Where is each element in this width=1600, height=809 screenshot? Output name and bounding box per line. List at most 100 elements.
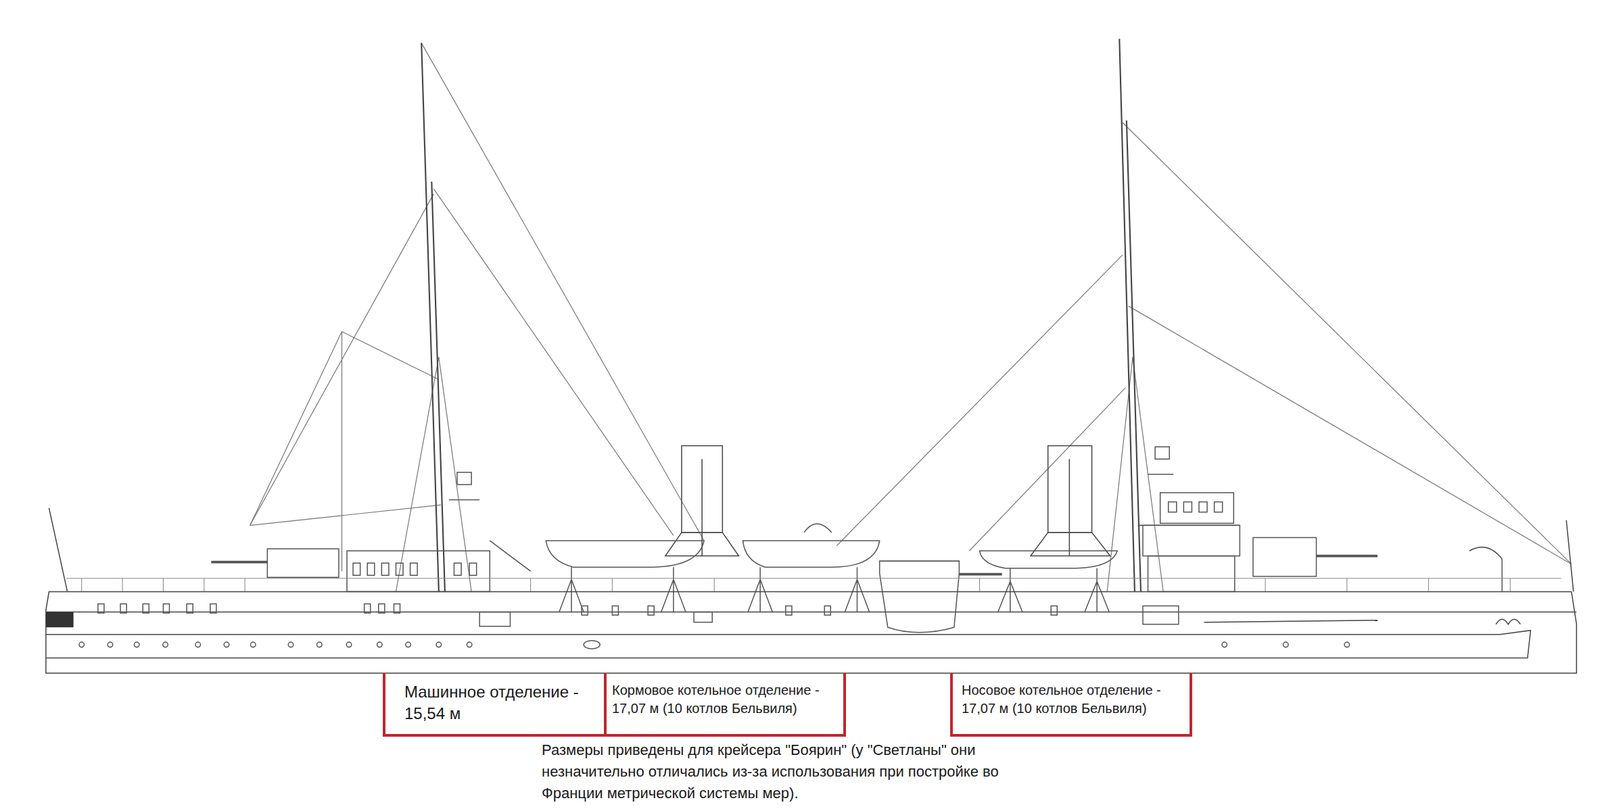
portholes: [466, 642, 473, 648]
portholes: [785, 606, 792, 617]
portholes: [647, 606, 654, 617]
railing: [714, 578, 715, 593]
searchlights: [1148, 474, 1174, 476]
fore-superstructure: [879, 492, 1502, 633]
portholes: [288, 642, 294, 648]
hull: [1499, 630, 1531, 659]
boiler-room-bracket: Кормовое котельное отделение - 17,07 м (…: [603, 673, 846, 738]
hull: [1204, 620, 1379, 623]
rigging: [250, 332, 343, 527]
portholes: [824, 606, 831, 617]
portholes: [107, 642, 113, 648]
masts: [1126, 120, 1141, 592]
aft-superstructure: [410, 563, 418, 576]
portholes: [195, 642, 201, 648]
portholes: [1050, 606, 1057, 617]
railing: [1346, 578, 1348, 593]
railing: [81, 578, 82, 593]
portholes: [693, 612, 713, 623]
portholes: [1142, 606, 1179, 625]
fore-superstructure: [1316, 555, 1379, 558]
note-caption: Размеры приведены для крейсера "Боярин" …: [541, 739, 1043, 805]
boats: [545, 524, 1118, 569]
portholes: [1282, 642, 1289, 648]
railing: [203, 578, 205, 593]
aft-superstructure: [346, 551, 490, 592]
engine-room-bracket: Машинное отделение - 15,54 м: [382, 673, 607, 738]
portholes: [1221, 642, 1228, 648]
fore-superstructure: [1253, 537, 1317, 577]
searchlights: [449, 446, 1174, 500]
davits: [844, 567, 869, 613]
flagstaffs: [48, 508, 1573, 593]
railing: [1428, 578, 1429, 593]
portholes: [186, 603, 193, 614]
aft-superstructure: [469, 563, 477, 576]
boats: [979, 551, 1118, 569]
section-label: Кормовое котельное отделение - 17,07 м (…: [612, 681, 840, 719]
fore-superstructure: [1168, 502, 1177, 513]
funnels: [1030, 532, 1111, 557]
searchlights: [1155, 446, 1170, 460]
railing: [530, 578, 531, 593]
fore-superstructure: [1183, 502, 1192, 513]
aft-superstructure: [353, 563, 361, 576]
searchlights: [449, 499, 480, 502]
fore-superstructure: [1214, 502, 1223, 513]
boats: [804, 524, 832, 533]
hull: [45, 634, 1500, 636]
portholes: [162, 642, 169, 648]
railing: [1265, 578, 1266, 593]
portholes: [250, 642, 256, 648]
railing: [1510, 578, 1511, 593]
aft-superstructure: [367, 563, 375, 576]
rigging: [341, 332, 343, 573]
portholes: [612, 606, 619, 617]
masts: [421, 39, 1141, 593]
rigging: [433, 188, 674, 536]
rigging: [341, 332, 439, 381]
fore-superstructure: [958, 573, 1002, 577]
flagstaffs: [48, 508, 67, 593]
portholes: [581, 606, 588, 617]
railing: [244, 578, 246, 593]
boiler-room-bracket: Носовое котельное отделение - 17,07 м (1…: [950, 673, 1193, 738]
funnels: [1069, 459, 1071, 556]
aft-superstructure: [210, 540, 531, 592]
fore-superstructure: [1198, 502, 1208, 513]
rigging: [250, 505, 441, 526]
funnels: [665, 446, 1111, 557]
rigging: [250, 43, 1572, 593]
davits: [1084, 568, 1110, 613]
railing: [162, 578, 164, 593]
portholes: [378, 603, 385, 614]
portholes: [393, 603, 400, 614]
rigging: [969, 388, 1126, 552]
section-label: Носовое котельное отделение - 17,07 м (1…: [961, 681, 1186, 719]
aft-superstructure: [395, 563, 404, 576]
fore-superstructure: [1142, 525, 1240, 556]
hull: [45, 591, 1577, 674]
portholes: [479, 612, 510, 627]
hull: [45, 612, 74, 629]
portholes: [583, 641, 600, 650]
davits: [559, 567, 1110, 613]
searchlights: [457, 472, 472, 485]
railing: [122, 578, 124, 593]
portholes: [210, 603, 217, 614]
flagstaffs: [1566, 520, 1574, 593]
railing: [66, 578, 1562, 579]
funnels: [701, 459, 703, 556]
portholes: [436, 642, 442, 648]
railing: [66, 578, 1562, 593]
masts: [431, 181, 445, 593]
railing: [979, 578, 980, 593]
fore-superstructure: [1160, 492, 1235, 524]
portholes: [377, 642, 383, 648]
portholes: [1344, 642, 1350, 648]
portholes: [162, 603, 170, 614]
fore-superstructure: [1469, 547, 1502, 560]
fore-superstructure: [1148, 556, 1235, 593]
portholes: [317, 642, 323, 648]
portholes: [98, 603, 105, 614]
